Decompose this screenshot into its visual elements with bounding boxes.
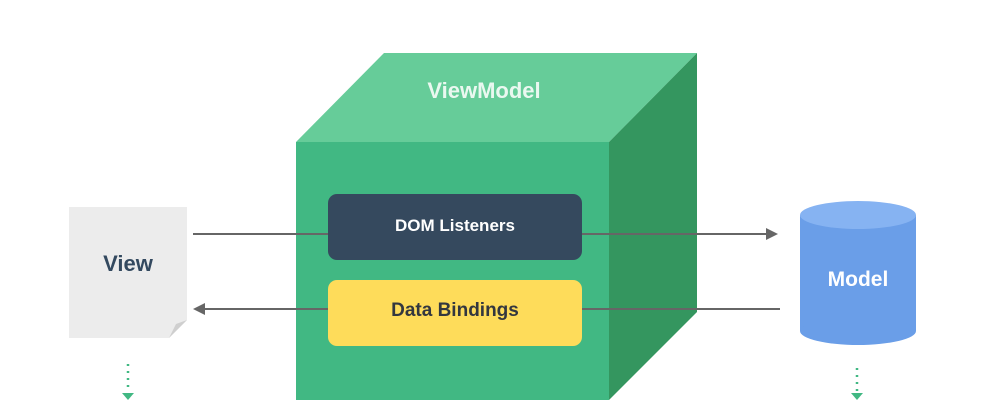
viewmodel-cube-front (296, 142, 609, 400)
model-database-top (800, 201, 916, 229)
viewmodel-cube-side (609, 53, 697, 400)
model-dotted-arrow-head (851, 393, 863, 400)
data-bindings-label: Data Bindings (391, 300, 519, 321)
view-document (69, 207, 187, 338)
model-database-body (800, 215, 916, 331)
view-document-fold (169, 320, 187, 338)
dom-listeners-box (328, 194, 582, 260)
arrow-left-head (193, 303, 205, 315)
data-bindings-box (328, 280, 582, 346)
arrow-right-head (766, 228, 778, 240)
viewmodel-cube-top (296, 53, 697, 142)
viewmodel-title: ViewModel (427, 78, 541, 103)
dom-listeners-label: DOM Listeners (395, 216, 515, 235)
view-label: View (103, 251, 153, 276)
model-label: Model (827, 268, 889, 291)
model-database-bottom (800, 317, 916, 345)
view-dotted-arrow-head (122, 393, 134, 400)
